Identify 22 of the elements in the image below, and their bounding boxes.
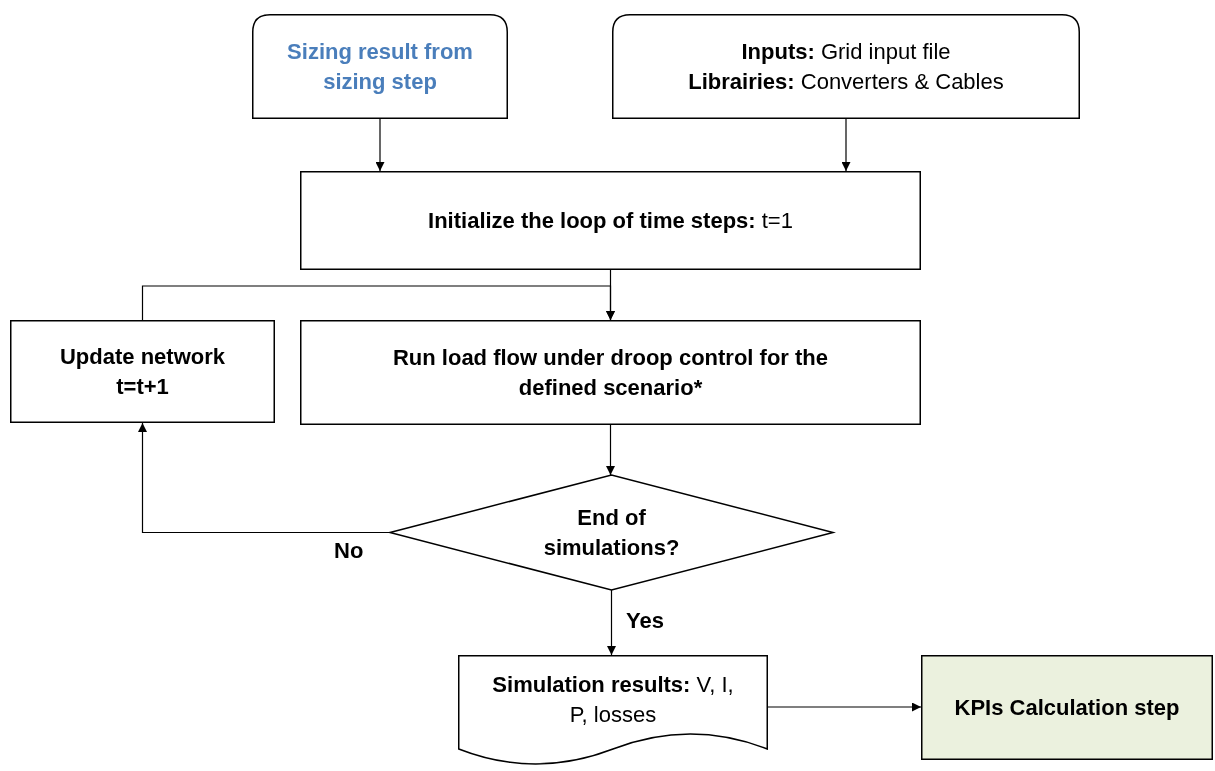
decision-diamond — [390, 475, 833, 590]
input-box — [612, 14, 1080, 119]
node-text: KPIs Calculation step — [954, 693, 1180, 722]
process-box — [10, 320, 275, 423]
node-text: Simulation results: V, I, P, losses — [491, 671, 735, 729]
node-text: Run load flow under droop control for the defined scenario* — [391, 343, 830, 402]
arrow — [841, 118, 851, 172]
node-text: Sizing result from sizing step — [286, 37, 474, 96]
process-box — [921, 655, 1213, 760]
arrow — [606, 424, 615, 476]
node-text: End of simulations? — [542, 503, 681, 562]
node-text: Inputs: Grid input file — [741, 37, 951, 66]
input-box — [252, 14, 508, 119]
node-text: Initialize the loop of time steps: t=1 — [428, 206, 793, 235]
arrow — [141, 285, 615, 321]
arrow — [767, 702, 922, 712]
arrow — [607, 589, 616, 656]
arrow — [375, 118, 385, 172]
process-box — [300, 171, 921, 270]
node-text: Librairies: Converters & Cables — [688, 67, 1004, 96]
process-box — [300, 320, 921, 425]
node-text: Update network t=t+1 — [59, 342, 226, 401]
